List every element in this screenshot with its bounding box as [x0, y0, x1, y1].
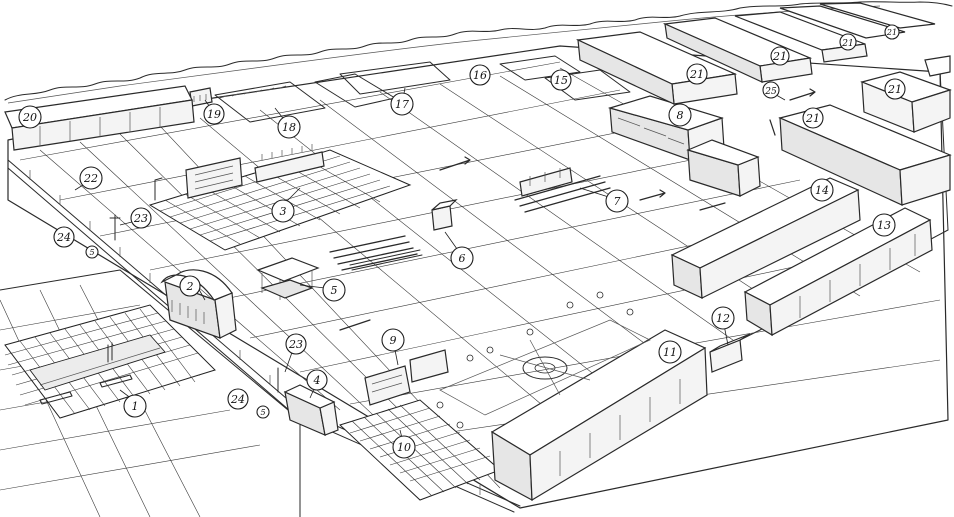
callout-label: 13 — [877, 219, 891, 232]
callout-label: 2 — [186, 280, 194, 293]
callout-label: 21 — [887, 83, 902, 96]
callout-label: 23 — [288, 338, 303, 351]
gate-marker-g1: 5 — [85, 245, 99, 259]
item-14-warehouse — [670, 177, 861, 299]
gate-marker-g2: 5 — [256, 405, 270, 419]
callout-c25: 25 — [762, 81, 780, 99]
item-5-pavilion — [256, 257, 320, 300]
callout-c21a: 21 — [686, 63, 708, 85]
callout-c21c: 21 — [839, 33, 857, 51]
callout-c12: 12 — [711, 306, 735, 330]
callout-c21d: 21 — [884, 24, 900, 40]
callout-c16: 16 — [469, 64, 491, 86]
callout-label: 7 — [614, 195, 621, 208]
callout-c8: 8 — [668, 103, 692, 127]
callout-label: 17 — [395, 98, 409, 111]
item-7-track-equipment — [514, 167, 611, 213]
callout-label: 21 — [805, 112, 820, 125]
callout-c10: 10 — [392, 435, 416, 459]
callout-label: 14 — [815, 184, 829, 197]
callout-label: 3 — [280, 205, 287, 218]
callout-label: 19 — [207, 108, 221, 121]
item-8-headquarters — [607, 95, 761, 197]
lamp-posts — [109, 177, 279, 393]
callout-c18: 18 — [277, 115, 301, 139]
callout-c23a: 23 — [130, 207, 152, 229]
callout-label: 8 — [677, 109, 684, 122]
callout-c13: 13 — [872, 213, 896, 237]
callout-c21f: 21 — [802, 107, 824, 129]
callout-label: 23 — [133, 212, 148, 225]
callout-label: 21 — [841, 39, 853, 49]
item-1-square — [4, 304, 216, 419]
item-3-sports-area — [148, 144, 412, 251]
callout-label: 4 — [313, 374, 321, 387]
callout-label: 24 — [56, 231, 71, 244]
item-10-square — [339, 399, 501, 501]
callout-c7: 7 — [605, 189, 629, 213]
item-11-barracks — [436, 291, 708, 502]
callout-c21e: 21 — [884, 78, 906, 100]
item-20-building — [4, 85, 195, 151]
callout-c5: 5 — [322, 278, 346, 302]
callout-c24a: 24 — [53, 226, 75, 248]
callout-c17: 17 — [390, 92, 414, 116]
callout-label: 21 — [689, 68, 704, 81]
callout-c24b: 24 — [227, 388, 249, 410]
callout-c22: 22 — [79, 166, 103, 190]
callout-c21b: 21 — [770, 46, 790, 66]
item-2-checkpoint — [160, 269, 237, 339]
callout-c1: 1 — [123, 394, 147, 418]
callout-label: 18 — [282, 121, 296, 134]
callout-label: 16 — [473, 69, 487, 82]
callout-label: 6 — [459, 252, 466, 265]
item-9-parking — [364, 349, 449, 406]
callout-c9: 9 — [381, 328, 405, 352]
callout-label: 20 — [22, 111, 37, 124]
item-6-equipment — [329, 199, 458, 271]
callout-label: 22 — [83, 172, 98, 185]
callout-label: 11 — [663, 346, 677, 359]
callout-label: 10 — [397, 441, 411, 454]
item-19-gatehouse — [189, 87, 213, 107]
callout-label: 25 — [764, 87, 777, 97]
gate-marker-label: 5 — [89, 248, 94, 257]
callout-label: 24 — [230, 393, 245, 406]
callout-c15: 15 — [550, 69, 572, 91]
traffic-arrows — [339, 88, 816, 331]
callout-c14: 14 — [810, 178, 834, 202]
callout-c20: 20 — [18, 105, 42, 129]
callout-label: 21 — [886, 28, 897, 37]
callout-c3: 3 — [271, 199, 295, 223]
callout-c23b: 23 — [285, 333, 307, 355]
callout-c19: 19 — [203, 103, 225, 125]
callout-label: 21 — [772, 50, 787, 63]
callout-label: 5 — [331, 284, 338, 297]
callout-c2: 2 — [179, 275, 201, 297]
item-4-building — [283, 384, 339, 436]
callout-c11: 11 — [658, 340, 682, 364]
callout-label: 12 — [716, 312, 730, 325]
callout-c6: 6 — [450, 246, 474, 270]
item-12-block — [709, 333, 751, 373]
gate-marker-label: 5 — [260, 408, 265, 417]
callout-label: 9 — [390, 334, 397, 347]
callout-c4: 4 — [306, 369, 328, 391]
treeline — [4, 1, 953, 104]
item-21-buildings — [575, 2, 952, 206]
callout-label: 1 — [132, 400, 139, 413]
callout-label: 15 — [554, 74, 568, 87]
